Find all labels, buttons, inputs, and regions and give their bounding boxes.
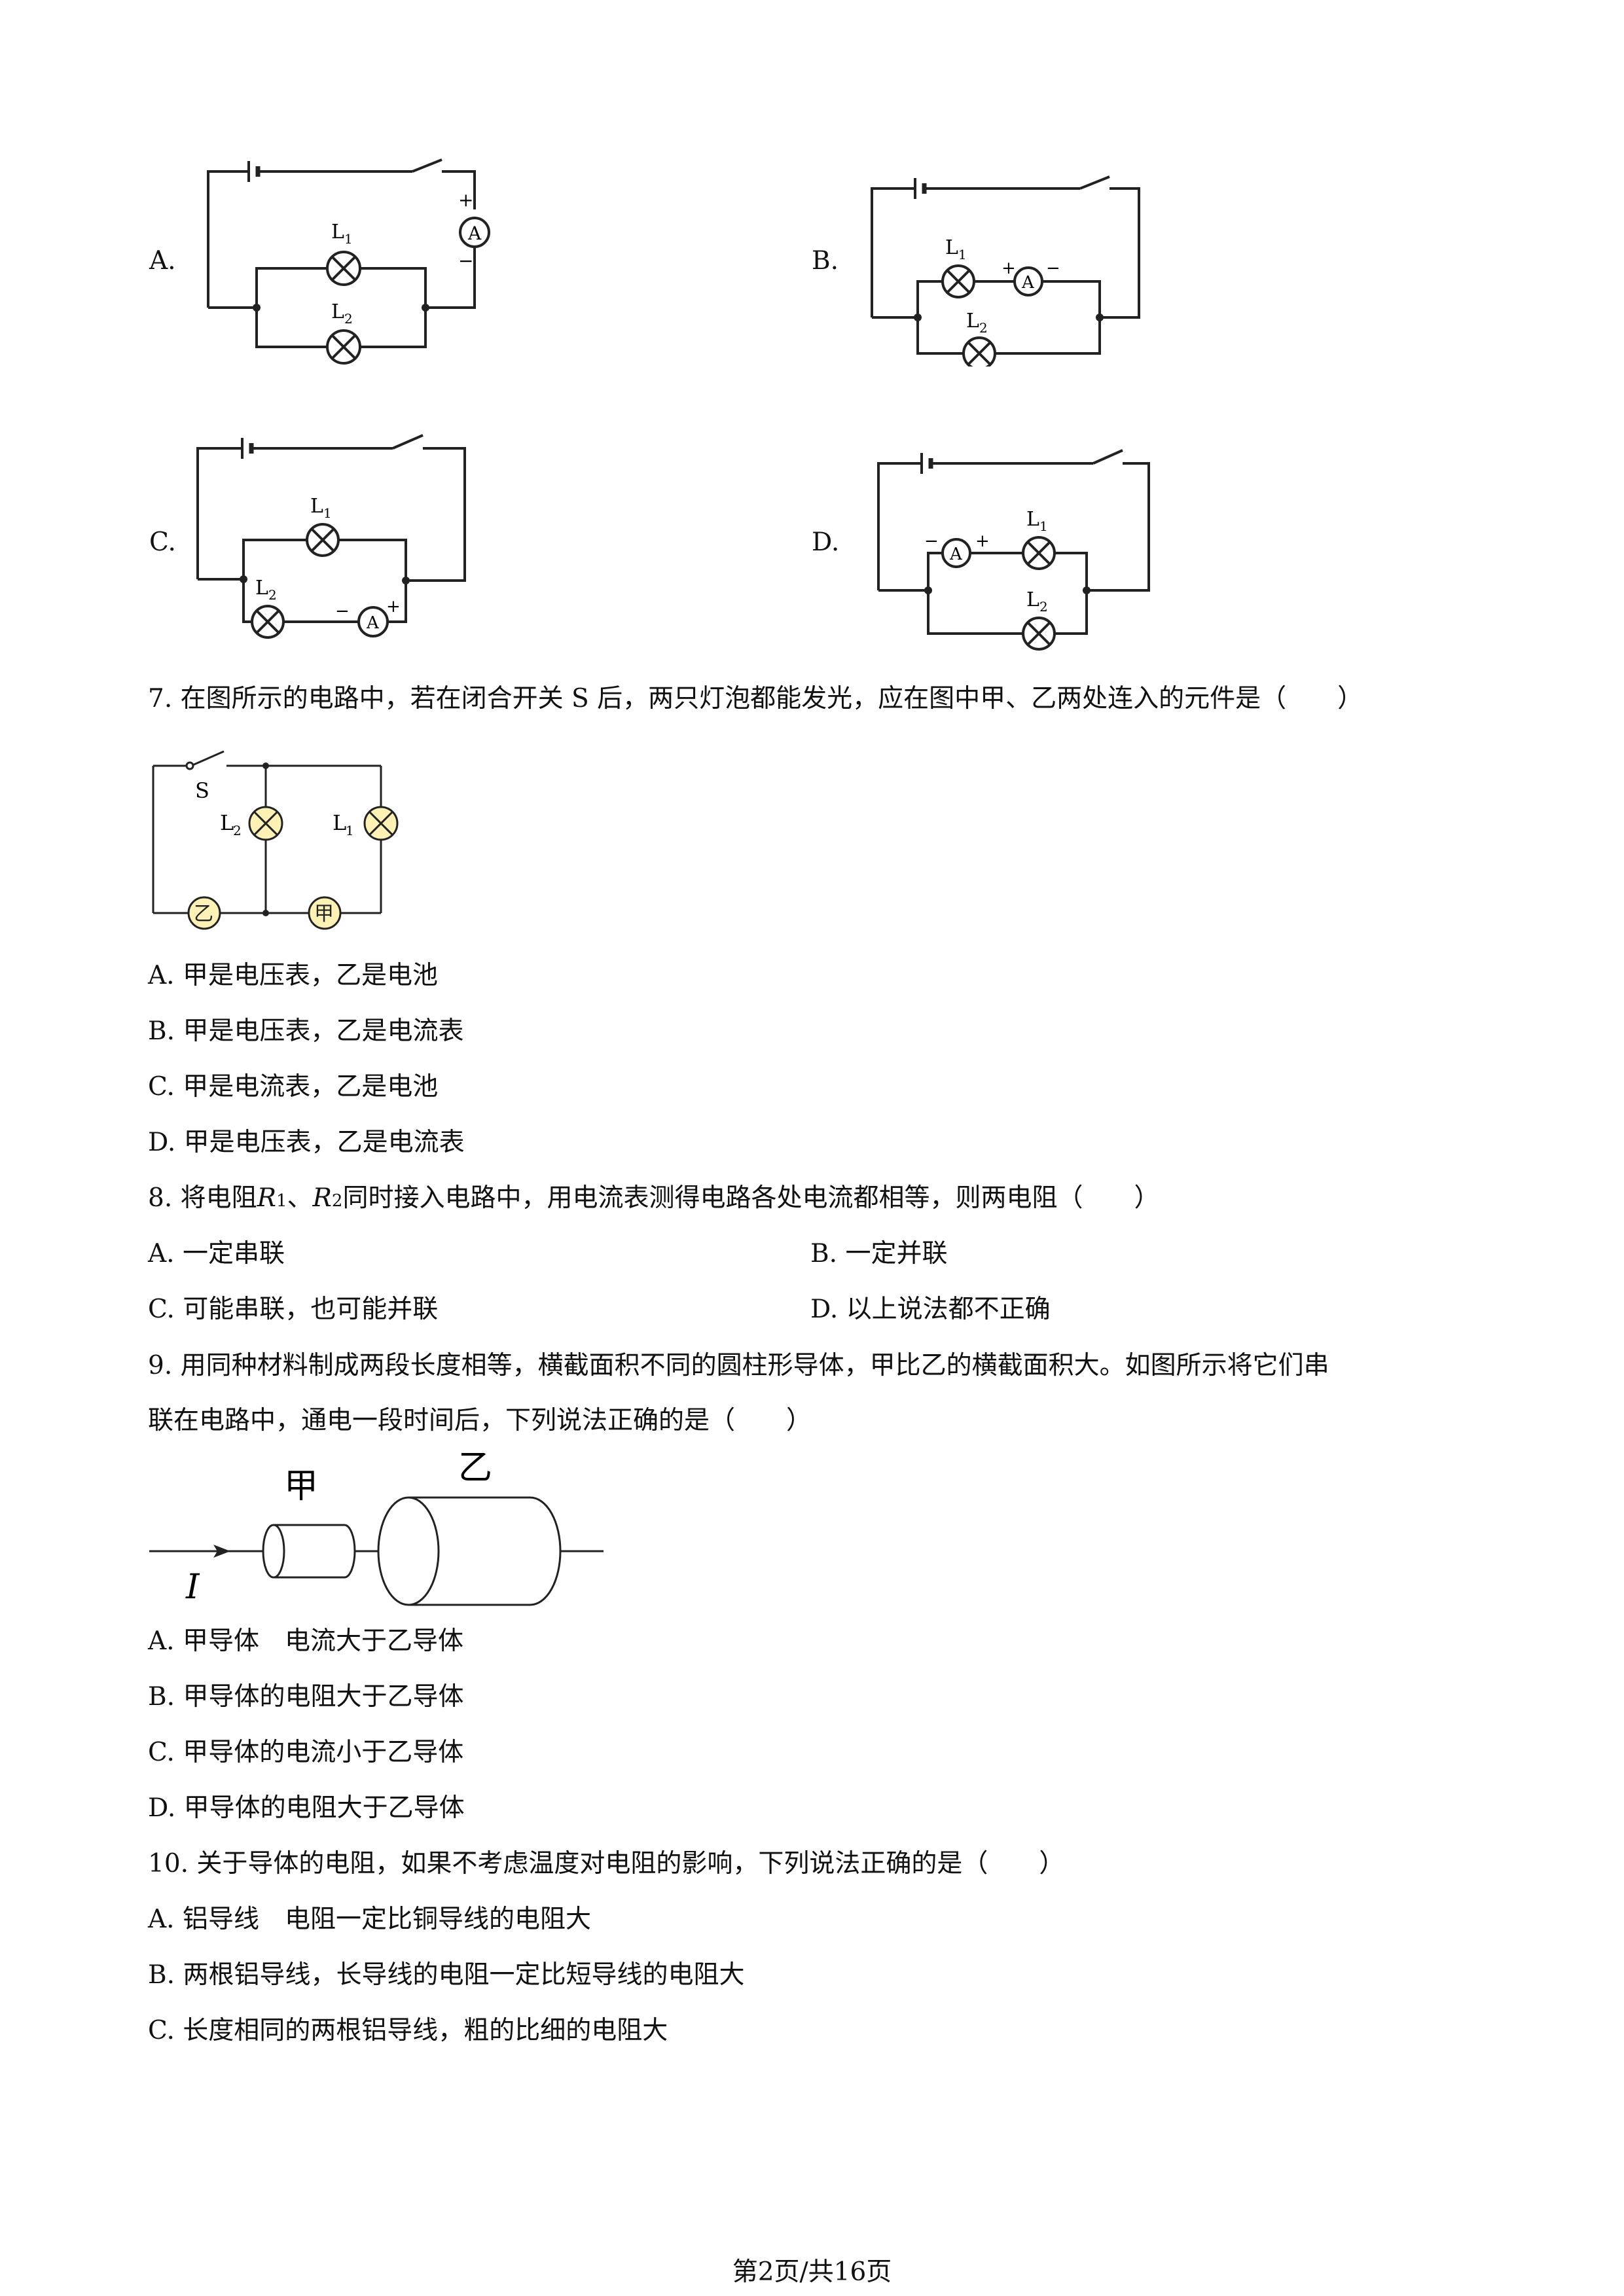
svg-text:+: + — [458, 189, 473, 211]
svg-text:−: − — [335, 601, 350, 621]
ammeter-a-icon: A — [467, 223, 482, 244]
q9-option-b: B. 甲导体的电阻大于乙导体 — [148, 1682, 464, 1712]
q8-option-a: A. 一定串联 — [148, 1239, 285, 1268]
ammeter-c-icon: A — [366, 613, 380, 633]
q8-option-b: B. 一定并联 — [810, 1239, 948, 1268]
q9-option-c: C. 甲导体的电流小于乙导体 — [148, 1738, 464, 1767]
svg-text:L: L — [220, 810, 234, 835]
q7-jia-element: 甲 — [314, 903, 334, 925]
svg-text:+: + — [1001, 259, 1016, 278]
q9-figure: 甲 乙 I — [149, 1453, 604, 1607]
svg-text:−: − — [924, 531, 939, 551]
q10-option-c: C. 长度相同的两根铝导线，粗的比细的电阻大 — [148, 2016, 668, 2045]
q9-option-a: A. 甲导体 电流大于乙导体 — [148, 1626, 463, 1656]
q6-option-c-label: C. — [149, 528, 176, 557]
svg-text:1: 1 — [958, 247, 967, 262]
svg-text:−: − — [458, 250, 473, 272]
svg-text:L: L — [333, 810, 346, 835]
svg-text:L: L — [331, 221, 344, 243]
q9-option-d: D. 甲导体的电阻大于乙导体 — [148, 1793, 465, 1823]
svg-text:I: I — [185, 1568, 200, 1607]
svg-text:L: L — [945, 236, 958, 259]
svg-text:2: 2 — [1039, 599, 1048, 615]
svg-text:1: 1 — [344, 231, 353, 247]
q7-option-a: A. 甲是电压表，乙是电池 — [148, 961, 438, 990]
svg-text:甲: 甲 — [284, 1467, 318, 1506]
q7-stem: 7. 在图所示的电路中，若在闭合开关 S 后，两只灯泡都能发光，应在图中甲、乙两… — [148, 684, 1363, 713]
q6-option-a-label: A. — [149, 246, 176, 276]
q7-option-c: C. 甲是电流表，乙是电池 — [148, 1072, 439, 1102]
svg-text:2: 2 — [233, 823, 242, 838]
svg-text:L: L — [255, 577, 268, 600]
q10-stem: 10. 关于导体的电阻，如果不考虑温度对电阻的影响，下列说法正确的是（ ） — [148, 1849, 1065, 1878]
svg-text:+: + — [975, 531, 990, 551]
q10-option-b: B. 两根铝导线，长导线的电阻一定比短导线的电阻大 — [148, 1960, 745, 1990]
q8-option-c: C. 可能串联，也可能并联 — [148, 1295, 439, 1324]
q9-stem-line2: 联在电路中，通电一段时间后，下列说法正确的是（ ） — [148, 1406, 812, 1435]
svg-text:S: S — [195, 778, 209, 803]
svg-text:2: 2 — [268, 587, 277, 603]
svg-text:L: L — [966, 310, 979, 332]
svg-text:−: − — [1046, 259, 1060, 278]
svg-text:2: 2 — [979, 320, 988, 336]
ammeter-d-icon: A — [949, 545, 963, 564]
q8-option-d: D. 以上说法都不正确 — [810, 1295, 1051, 1324]
svg-text:L: L — [331, 300, 344, 323]
page-footer: 第2页/共16页 — [732, 2257, 892, 2287]
svg-text:L: L — [1026, 588, 1039, 611]
q10-option-a: A. 铝导线 电阻一定比铜导线的电阻大 — [148, 1905, 591, 1934]
svg-text:1: 1 — [1039, 518, 1048, 534]
svg-text:乙: 乙 — [458, 1453, 492, 1488]
svg-text:1: 1 — [346, 823, 354, 838]
q7-figure: S L2 L1 乙 甲 — [152, 750, 399, 930]
svg-text:L: L — [1026, 508, 1039, 531]
q9-stem-line1: 9. 用同种材料制成两段长度相等，横截面积不同的圆柱形导体，甲比乙的横截面积大。… — [148, 1351, 1329, 1380]
q6-option-b-label: B. — [812, 246, 839, 276]
svg-text:2: 2 — [344, 311, 353, 327]
q7-option-b: B. 甲是电压表，乙是电流表 — [148, 1016, 464, 1046]
q7-yi-element: 乙 — [194, 903, 213, 925]
q7-option-d: D. 甲是电压表，乙是电流表 — [148, 1128, 465, 1157]
q6-option-d-label: D. — [812, 528, 840, 557]
ammeter-b-icon: A — [1021, 273, 1035, 293]
svg-text:1: 1 — [323, 505, 332, 521]
svg-text:L: L — [310, 495, 323, 518]
svg-text:+: + — [386, 597, 401, 617]
